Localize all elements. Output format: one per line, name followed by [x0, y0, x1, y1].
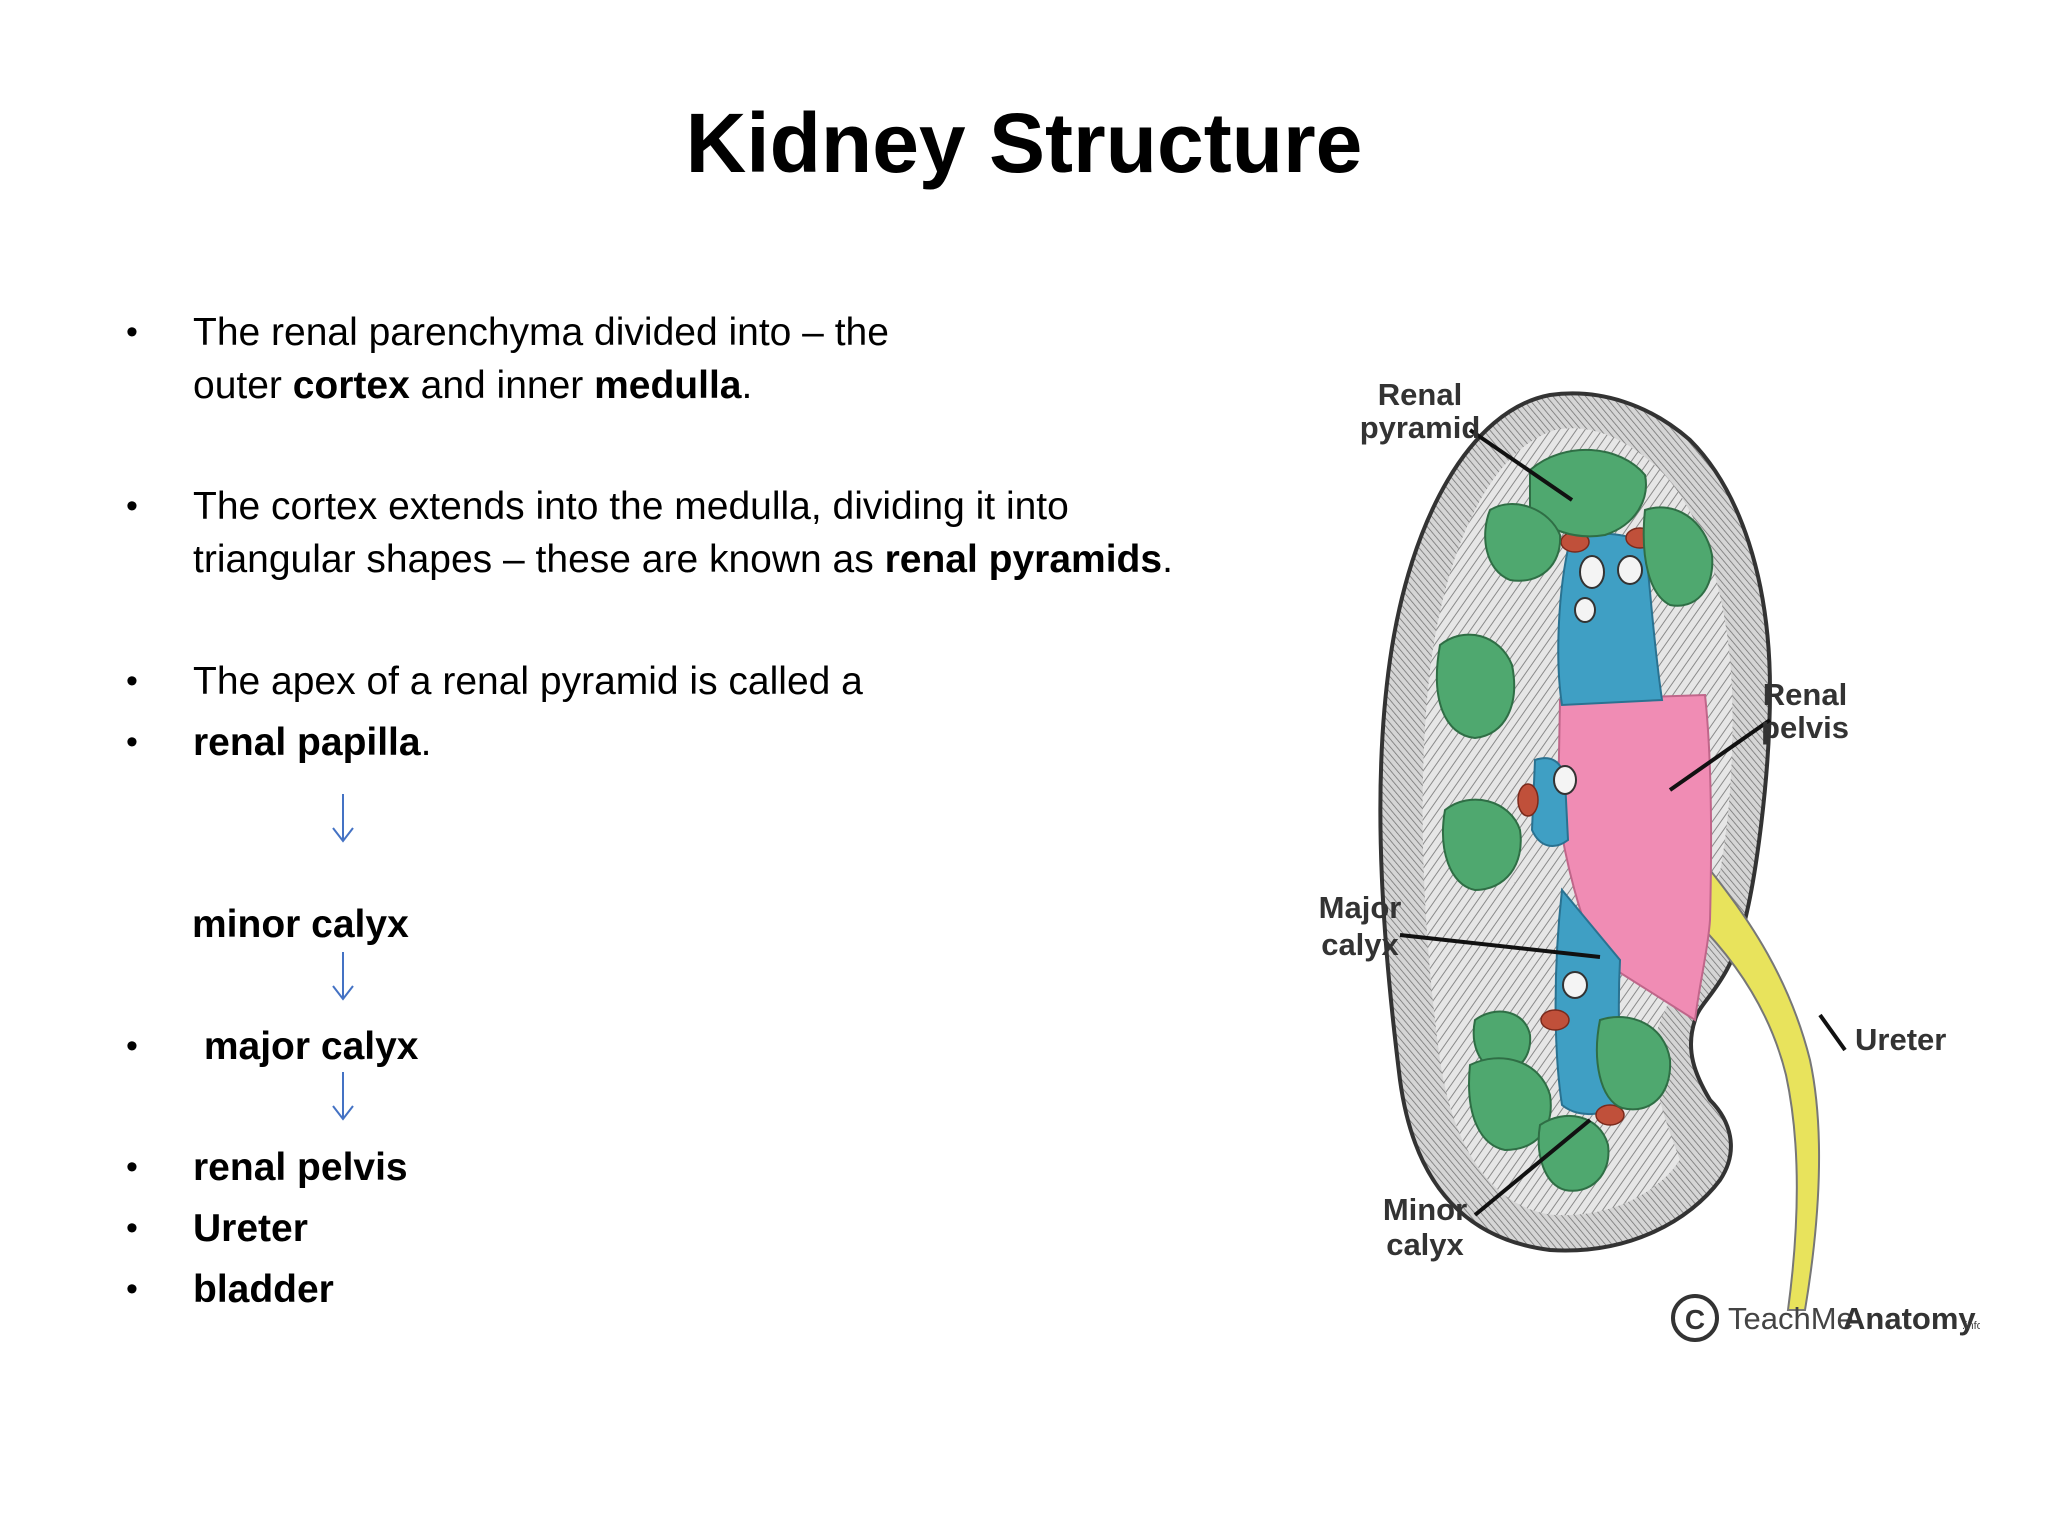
slide-title: Kidney Structure — [685, 96, 1363, 190]
bullet-text: outer cortex and inner medulla. — [193, 364, 753, 407]
vessel-openings — [1553, 555, 1643, 999]
term-cortex: cortex — [292, 364, 410, 407]
down-arrow-icon — [332, 1072, 354, 1121]
credit-text-small: .info — [1962, 1320, 1980, 1332]
bullet-text: The cortex extends into the medulla, div… — [193, 485, 1069, 528]
term-major-calyx: major calyx — [193, 1025, 419, 1068]
bullet-text: triangular shapes – these are known as r… — [193, 538, 1173, 581]
bullet-text: The renal parenchyma divided into – the — [193, 311, 889, 354]
bullet-list: • The renal parenchyma divided into – th… — [126, 311, 1173, 1311]
label-renal-pyramid-line2: pyramid — [1360, 410, 1481, 445]
renal-pyramids — [1436, 449, 1714, 1192]
term-medulla: medulla — [594, 364, 742, 407]
label-ureter: Ureter — [1855, 1022, 1946, 1057]
bullet-text: renal papilla. — [193, 721, 432, 764]
copyright-icon — [1671, 1294, 1719, 1342]
term-ureter: Ureter — [193, 1207, 308, 1250]
label-minor-calyx-line1: Minor — [1383, 1192, 1467, 1227]
term-minor-calyx: minor calyx — [192, 903, 409, 946]
label-renal-pelvis-line2: pelvis — [1761, 710, 1849, 745]
leader-lines — [1399, 428, 1847, 1217]
term-renal-pyramids: renal pyramids — [884, 538, 1163, 581]
label-renal-pelvis-line1: Renal — [1763, 677, 1847, 712]
svg-text:C: C — [1685, 1304, 1705, 1335]
bullet-glyph: • — [126, 1148, 138, 1186]
bullet-glyph: • — [126, 487, 138, 525]
teachmeanatomy-logo: C TeachMe Anatomy .info — [1671, 1294, 1980, 1342]
bullet-glyph: • — [126, 662, 138, 700]
ureter-shape — [1693, 867, 1821, 1311]
term-bladder: bladder — [193, 1268, 334, 1311]
label-renal-pyramid-line1: Renal — [1378, 377, 1462, 412]
credit-text-bold: Anatomy — [1843, 1301, 1976, 1336]
bullet-glyph: • — [126, 313, 138, 351]
bullet-text: The apex of a renal pyramid is called a — [193, 660, 863, 703]
bullet-glyph: • — [126, 1027, 138, 1065]
label-major-calyx-line2: calyx — [1321, 927, 1399, 962]
bullet-glyph: • — [126, 1270, 138, 1308]
kidney-diagram: Renal pyramid Renal pelvis Major calyx U… — [1319, 377, 1980, 1342]
label-minor-calyx-line2: calyx — [1386, 1227, 1464, 1262]
bullet-glyph: • — [126, 723, 138, 761]
term-renal-papilla: renal papilla — [193, 721, 421, 764]
down-arrow-icon — [332, 952, 354, 1001]
term-renal-pelvis: renal pelvis — [193, 1146, 408, 1189]
down-arrow-icon — [332, 794, 354, 843]
bullet-glyph: • — [126, 1209, 138, 1247]
credit-text-light: TeachMe — [1728, 1301, 1854, 1336]
label-major-calyx-line1: Major — [1319, 890, 1402, 925]
